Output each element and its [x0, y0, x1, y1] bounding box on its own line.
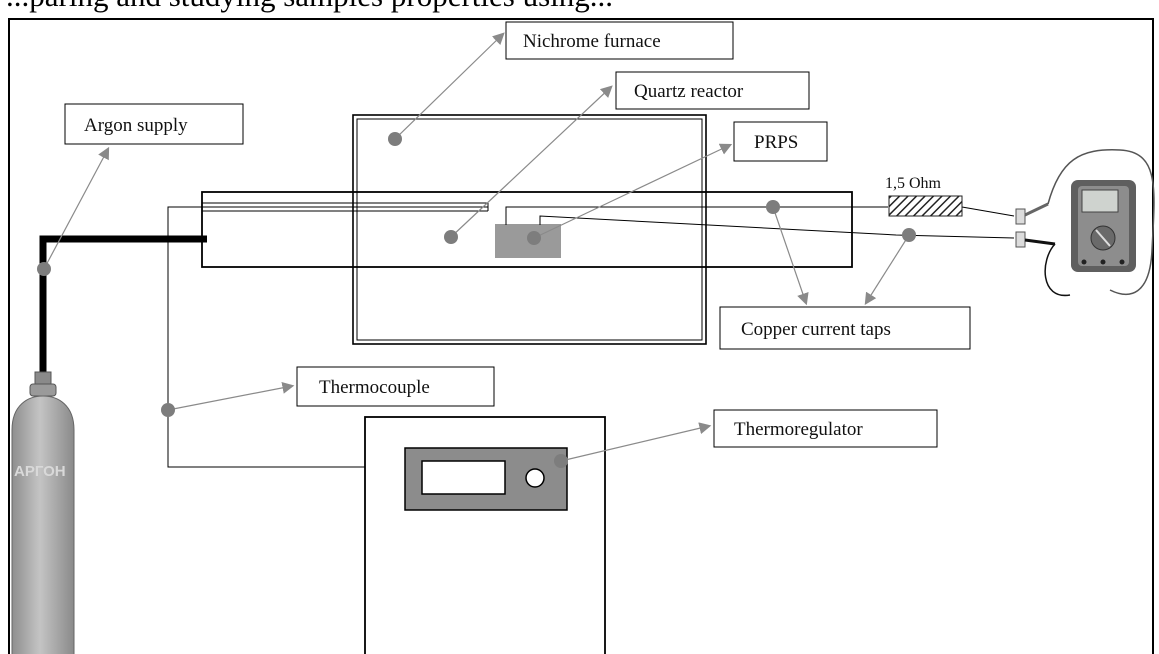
label-prps: PRPS: [733, 121, 828, 162]
multimeter-probes: [1015, 149, 1155, 296]
label-quartz-reactor: Quartz reactor: [615, 71, 810, 110]
label-thermoregulator: Thermoregulator: [713, 409, 938, 448]
figure-frame: [8, 18, 1154, 654]
quartz-reactor-tube: [201, 191, 853, 268]
label-thermocouple: Thermocouple: [296, 366, 495, 407]
resistor-symbol: [888, 195, 963, 217]
svg-text:Nichrome furnace: Nichrome furnace: [523, 31, 661, 52]
svg-text:Thermocouple: Thermocouple: [319, 377, 430, 398]
svg-text:PRPS: PRPS: [754, 132, 798, 153]
leader-lines: [43, 32, 910, 462]
thermoregulator-unit: [364, 416, 606, 654]
svg-text:Argon supply: Argon supply: [84, 115, 188, 136]
nichrome-furnace-box: [352, 114, 707, 345]
argon-gas-line: [39, 235, 207, 372]
resistor-label: 1,5 Ohm: [885, 175, 942, 192]
cropped-caption-line: ...paring and studying samples propertie…: [6, 0, 613, 14]
multimeter: [1071, 180, 1136, 272]
cylinder-marking: APГОН: [14, 463, 66, 480]
label-copper-current-taps: Copper current taps: [719, 306, 971, 350]
label-nichrome-furnace: Nichrome furnace: [505, 21, 734, 60]
label-argon-supply: Argon supply: [64, 103, 244, 145]
svg-text:Quartz reactor: Quartz reactor: [634, 81, 744, 102]
svg-text:Copper current taps: Copper current taps: [741, 319, 891, 340]
thermocouple-wire: [167, 206, 488, 468]
svg-text:Thermoregulator: Thermoregulator: [734, 419, 863, 440]
leader-dots: [37, 132, 916, 468]
current-tap-wires: [505, 206, 1015, 239]
argon-cylinder: APГОН: [11, 371, 75, 654]
